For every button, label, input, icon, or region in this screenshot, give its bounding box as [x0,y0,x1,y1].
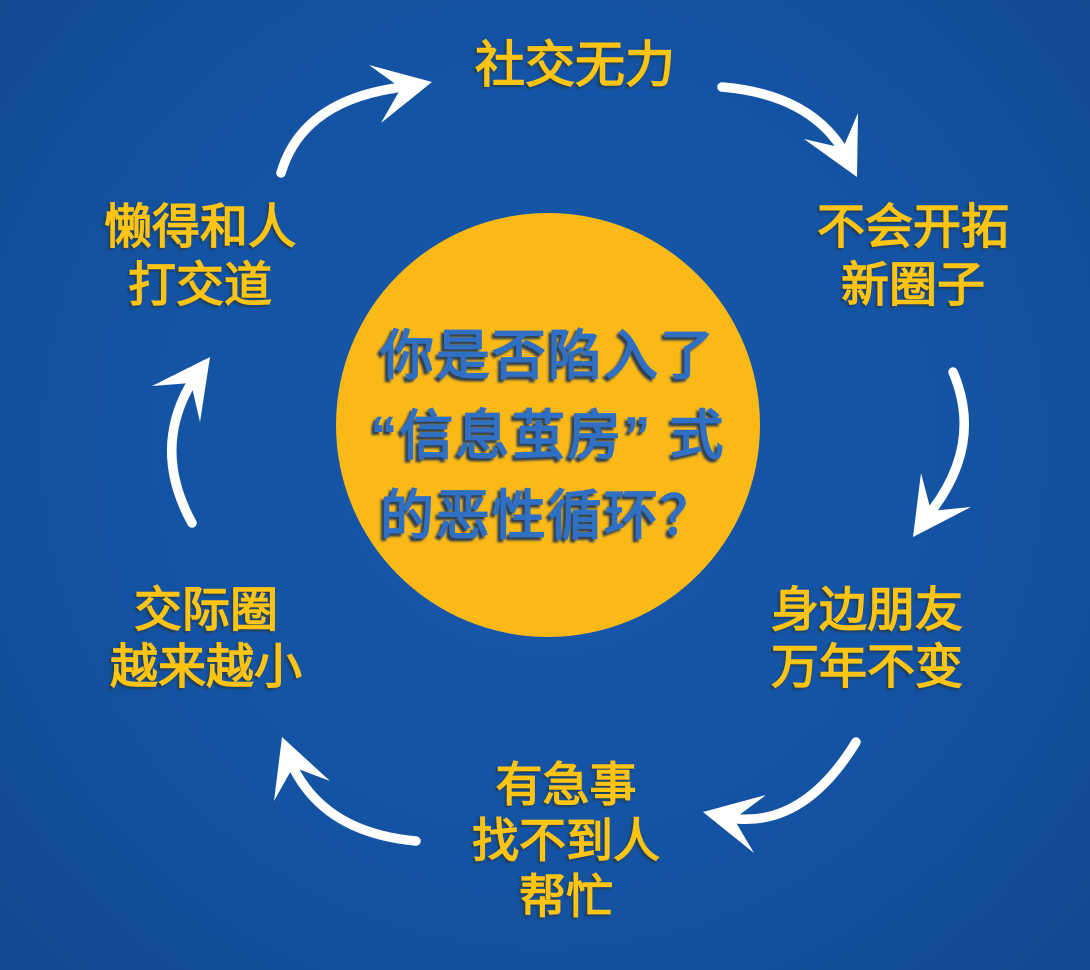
cycle-node-too-lazy-to-socialize: 懒得和人 打交道 [75,199,325,315]
node-label: 懒得和人 [103,201,296,254]
node-label: 越来越小 [109,641,302,694]
cycle-node-no-help-in-emergency: 有急事 找不到人 帮忙 [421,757,711,925]
node-label: 帮忙 [519,870,613,923]
node-label: 有急事 [495,758,637,811]
arrow-bottom-left-to-top-left-icon [152,357,210,528]
node-label: 万年不变 [770,641,963,694]
arrow-bottom-right-to-bottom-icon [703,737,861,853]
arrow-top-right-to-bottom-right-icon [913,367,971,537]
node-label: 新圈子 [840,259,985,312]
center-question-line: 的恶性循环？ [380,486,716,546]
center-question-circle: 你是否陷入了 “信息茧房” 式 的恶性循环？ [336,213,760,637]
center-question-line: 你是否陷入了 [380,326,716,386]
node-label: 身边朋友 [770,584,963,637]
center-question-line: “信息茧房” 式 [370,406,726,466]
cycle-node-same-friends: 身边朋友 万年不变 [742,582,992,696]
cycle-node-shrinking-social-circle: 交际圈 越来越小 [81,582,331,696]
node-label: 打交道 [127,259,272,312]
node-label: 交际圈 [133,584,278,637]
node-label: 找不到人 [472,814,660,867]
arrow-top-to-top-right-icon [717,82,858,177]
node-label: 社交无力 [475,37,675,93]
cycle-node-no-new-circles: 不会开拓 新圈子 [785,199,1041,315]
arrow-bottom-to-bottom-left-icon [274,737,421,846]
node-label: 不会开拓 [816,201,1009,254]
arrow-top-left-to-top-icon [276,65,432,178]
cycle-node-social-powerless: 社交无力 [425,37,725,93]
